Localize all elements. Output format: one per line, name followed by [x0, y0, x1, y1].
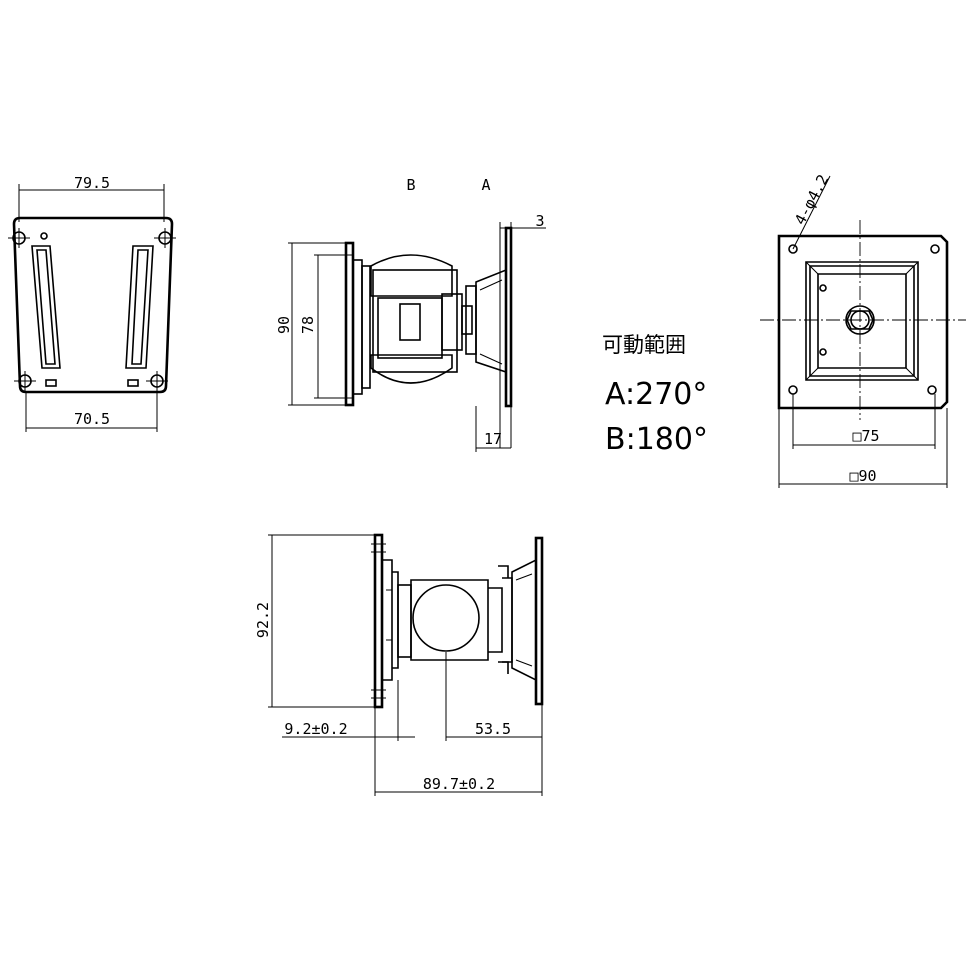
side-height-inner: 78	[299, 316, 317, 334]
range-b: B:180°	[605, 422, 708, 457]
front-view	[8, 184, 176, 432]
top-arm: 53.5	[475, 720, 511, 738]
rear-view	[760, 175, 966, 488]
front-top-width: 79.5	[74, 174, 110, 192]
rear-holes: 4-φ4.2	[791, 172, 832, 228]
rear-inner-square: □75	[852, 427, 879, 445]
top-view	[268, 533, 544, 796]
side-height-outer: 90	[275, 316, 293, 334]
top-height: 92.2	[254, 602, 272, 638]
front-bottom-width: 70.5	[74, 410, 110, 428]
rear-outer-square: □90	[849, 467, 876, 485]
range-a: A:270°	[605, 377, 707, 412]
top-total: 89.7±0.2	[423, 775, 495, 793]
side-view	[288, 222, 546, 452]
label-a: A	[481, 176, 490, 194]
side-plate-depth: 17	[484, 430, 502, 448]
range-title: 可動範囲	[602, 333, 686, 357]
top-offset: 9.2±0.2	[284, 720, 347, 738]
side-plate-thickness: 3	[535, 212, 544, 230]
label-b: B	[406, 176, 415, 194]
